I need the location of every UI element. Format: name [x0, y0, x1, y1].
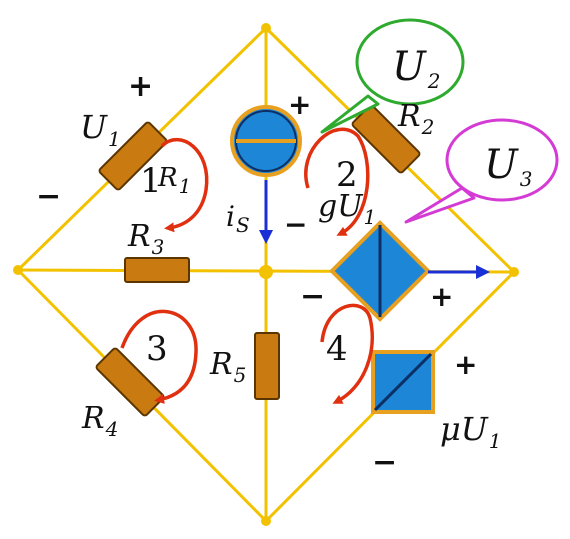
label-r4: R4: [81, 401, 118, 441]
current-source-is: [230, 105, 302, 244]
resistor-r2: [351, 104, 421, 174]
node-left: [13, 265, 23, 275]
label-mu-source: μU1: [440, 410, 502, 453]
resistor-r3: [124, 257, 190, 283]
mu-minus-sign: −: [372, 445, 397, 480]
g-minus-sign: −: [300, 279, 325, 314]
loop-number-1: 1: [140, 161, 162, 201]
label-r3: R3: [127, 219, 164, 259]
loop-arrows: [120, 127, 374, 404]
loop-arrow-2: [304, 127, 370, 236]
node-right: [509, 267, 519, 277]
loop-arrow-1: [160, 138, 209, 233]
loop-number-2: 2: [336, 155, 358, 195]
resistor-r1: [98, 121, 168, 191]
label-u1: U1: [80, 108, 121, 151]
loop-number-4: 4: [326, 329, 348, 369]
resistors: [95, 104, 421, 417]
mu-plus-sign: +: [454, 348, 477, 381]
node-bottom: [261, 516, 271, 526]
controlled-current-source-gu1: [329, 220, 490, 322]
u1-minus-sign: −: [36, 179, 61, 214]
node-top: [261, 23, 271, 33]
label-r2: R2: [397, 99, 434, 139]
controlled-voltage-source-mu: [371, 350, 435, 414]
loop-arrow-4: [320, 303, 374, 404]
loop-number-3: 3: [146, 329, 168, 369]
label-g-source: gU1: [318, 189, 376, 229]
node-center: [259, 265, 273, 279]
resistor-r4: [95, 347, 165, 417]
label-is: iS: [226, 200, 250, 237]
label-r5: R5: [209, 347, 246, 387]
resistor-r5: [254, 332, 280, 400]
bubble-u2-label: U: [392, 44, 427, 90]
u1-plus-sign: +: [128, 69, 153, 104]
bubble-u3-label: U: [484, 142, 519, 188]
g-plus-sign: +: [430, 280, 453, 313]
nodes: [13, 23, 519, 526]
svg-text:U2: U2: [392, 44, 440, 93]
is-plus-sign: +: [288, 88, 311, 121]
svg-text:U3: U3: [484, 142, 532, 191]
loop-arrow-3: [120, 309, 198, 404]
is-minus-sign: −: [284, 208, 307, 241]
label-r1: R1: [157, 163, 191, 198]
